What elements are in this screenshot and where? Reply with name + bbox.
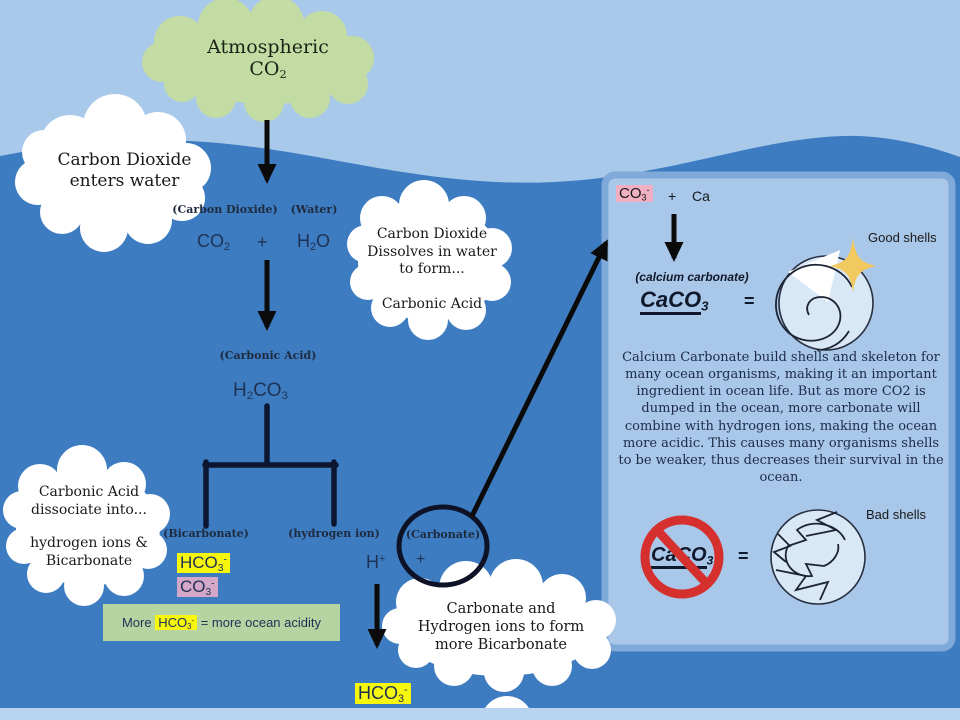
enters-water-cloud	[15, 94, 211, 252]
combine-text: Carbonate and Hydrogen ions to form more…	[417, 601, 585, 654]
bicarbonate-label: (Bicarbonate)	[163, 527, 249, 540]
carbonic-acid-label: (Carbonic Acid)	[219, 349, 317, 362]
hco3-inline-highlight: HCO3-	[155, 615, 198, 631]
good-shells-label: Good shells	[868, 230, 937, 245]
bad-shells-label: Bad shells	[866, 507, 926, 522]
co3-highlight: CO3-	[177, 577, 218, 597]
circle-plus-sign: +	[416, 551, 426, 568]
dissociate-text: Carbonic Acid dissociate into... hydroge…	[30, 484, 148, 569]
combine-cloud	[382, 559, 616, 692]
carbonate-label: (Carbonate)	[405, 528, 481, 541]
co2-formula: CO2	[197, 231, 231, 254]
dissociate-cloud	[3, 445, 170, 606]
atmospheric-line1: Atmospheric	[207, 36, 329, 58]
h2co3-formula: H2CO3	[233, 380, 288, 403]
carbon-dioxide-label: (Carbon Dioxide)	[172, 203, 278, 216]
acidity-note-box: More HCO3- = more ocean acidity	[103, 604, 340, 641]
panel-co3-highlight: CO3-	[616, 185, 653, 202]
panel-plus-sign: +	[668, 188, 677, 204]
sparkle-icon	[830, 238, 876, 292]
hydrogen-ion-label: (hydrogen ion)	[288, 527, 380, 540]
bottom-hco3-highlight: HCO3-	[355, 683, 411, 704]
panel-ca-label: Ca	[692, 188, 710, 204]
carbonate-circle	[396, 504, 490, 588]
water-label: (Water)	[290, 203, 338, 216]
calcium-carbonate-label: (calcium carbonate)	[635, 270, 749, 284]
dissolves-text: Carbon Dioxide Dissolves in water to for…	[367, 226, 497, 312]
caco3-bad-formula: CaCO3	[651, 544, 714, 569]
panel-paragraph: Calcium Carbonate build shells and skele…	[618, 350, 944, 486]
equals-sign: =	[744, 291, 755, 311]
good-shell-icon	[775, 250, 874, 351]
h2o-formula: H2O	[297, 231, 331, 254]
hco3-highlight: HCO3-	[177, 553, 230, 573]
branch-lines	[202, 403, 339, 529]
plus-sign: +	[257, 232, 268, 252]
atmospheric-co2-cloud	[142, 0, 374, 122]
bottom-strip	[0, 708, 960, 720]
dissolves-cloud	[347, 180, 512, 340]
bad-shell-icon	[770, 509, 866, 605]
caco3-good-formula: CaCO3	[640, 287, 709, 315]
atmospheric-co2-formula: CO2	[249, 58, 287, 82]
equals-sign-bad: =	[738, 546, 749, 566]
diagonal-arrow-icon	[469, 239, 609, 518]
enters-water-text: Carbon Dioxide enters water	[57, 150, 192, 192]
atmospheric-co2-label: Atmospheric CO2	[163, 36, 373, 80]
h-plus-formula: H+	[366, 552, 386, 572]
